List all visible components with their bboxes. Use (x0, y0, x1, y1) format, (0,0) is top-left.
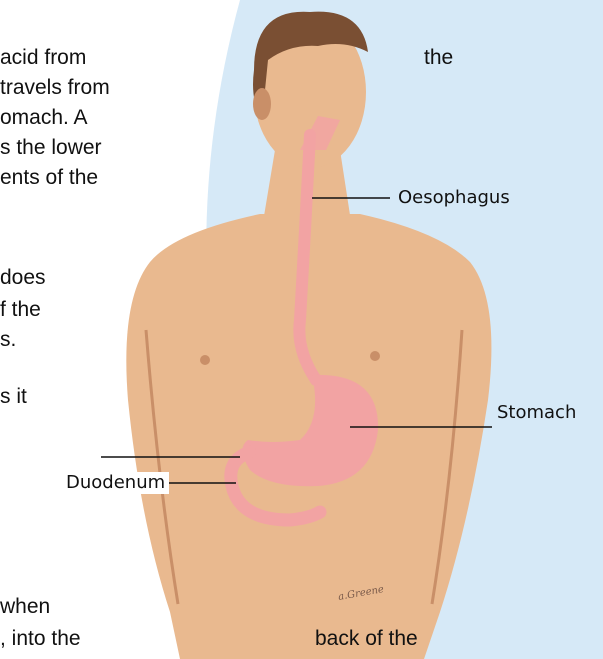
text-line-10: when (0, 595, 50, 619)
text-line-7: f the (0, 298, 41, 322)
text-line-6: does (0, 266, 46, 290)
oesophagus-label: Oesophagus (398, 187, 510, 209)
text-line-1-right: the (424, 46, 453, 70)
text-line-8: s. (0, 328, 16, 352)
stomach-label: Stomach (497, 402, 576, 424)
text-line-11: , into the (0, 627, 81, 651)
text-line-11-right: back of the (315, 627, 418, 651)
ear (253, 88, 271, 120)
left-nipple (200, 355, 210, 365)
text-line-2: travels from (0, 76, 110, 100)
text-line-5: ents of the (0, 166, 98, 190)
duodenum-label: Duodenum (62, 472, 169, 494)
text-line-4: s the lower (0, 136, 102, 160)
right-nipple (370, 351, 380, 361)
text-line-9: s it (0, 385, 27, 409)
text-line-3: omach. A (0, 106, 88, 130)
text-line-1: acid from (0, 46, 86, 70)
